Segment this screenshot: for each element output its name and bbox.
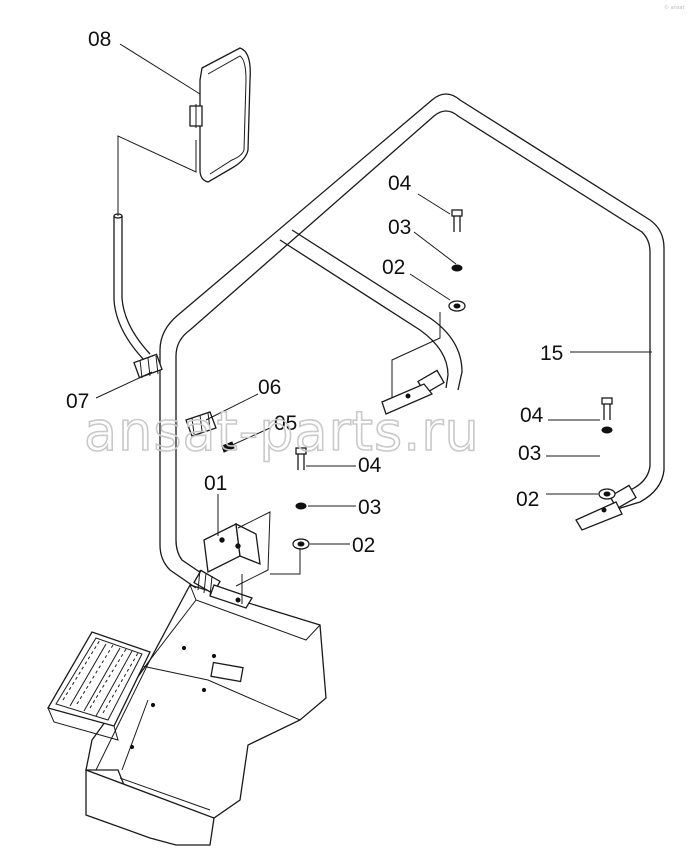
fastener-set-a [292, 447, 310, 550]
callout-05: 05 [274, 412, 297, 435]
callout-07: 07 [66, 390, 89, 413]
mirror-arm-part-07 [113, 213, 163, 379]
callout-02-right: 02 [516, 488, 539, 511]
watermark: ansat-parts.ru [84, 400, 480, 463]
callout-15: 15 [540, 342, 563, 365]
callout-02-top: 02 [382, 256, 405, 279]
clamp-part-06 [185, 411, 217, 437]
callout-01: 01 [204, 472, 227, 495]
callout-04-right: 04 [520, 404, 544, 427]
screw-part-05 [221, 441, 235, 453]
callout-06: 06 [258, 376, 281, 399]
leader-lines [95, 43, 652, 575]
handrail-tube [159, 93, 665, 609]
mirror-part-08 [189, 47, 251, 183]
callout-03-top: 03 [388, 216, 411, 239]
callout-03-right: 03 [518, 442, 541, 465]
corner-mark: © ansat [664, 4, 684, 11]
callout-02-left: 02 [352, 534, 375, 557]
bracket-part-01 [203, 511, 271, 604]
fender-step-assembly [47, 584, 327, 846]
callout-labels: 08 07 06 05 01 15 04 03 02 04 03 02 04 0… [66, 28, 563, 557]
fastener-set-c [598, 397, 616, 500]
callout-03-left: 03 [358, 496, 381, 519]
callout-04-left: 04 [358, 454, 382, 477]
callout-08: 08 [88, 28, 111, 51]
fastener-set-b [448, 209, 466, 312]
callout-04-top: 04 [388, 172, 412, 195]
